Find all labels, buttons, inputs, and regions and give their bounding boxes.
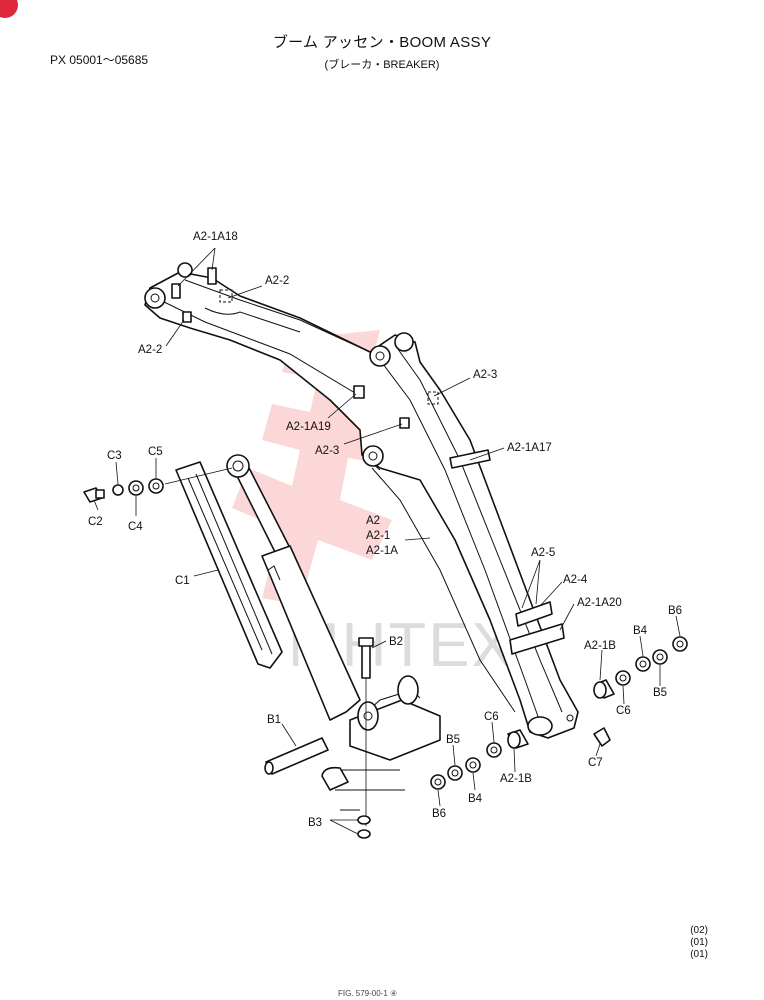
page-title: ブーム アッセン・BOOM ASSY (272, 34, 492, 51)
callout-c3: C3 (107, 450, 122, 462)
callout-a2-2-left: A2-2 (138, 344, 162, 356)
washer-b5-right (652, 649, 668, 665)
callout-b4-mid: B4 (468, 793, 483, 805)
boom-cyl-boss-lower (362, 445, 384, 467)
corner-badge (0, 0, 18, 18)
callout-a2-1b-mid: A2-1B (500, 773, 532, 785)
boom-foot-boss-upper (177, 262, 193, 278)
right-parts (593, 636, 688, 699)
boom-cylinder (175, 454, 361, 721)
callout-c2: C2 (88, 516, 103, 528)
callout-b6-mid: B6 (432, 808, 446, 820)
washer-c3 (112, 484, 124, 496)
mount-boss-rear (397, 675, 419, 705)
callout-a2-1a17: A2-1A17 (507, 442, 552, 454)
middle-parts (430, 729, 529, 790)
callout-b1: B1 (267, 714, 281, 726)
callout-b5-mid: B5 (446, 734, 460, 746)
callout-a2-5: A2-5 (531, 547, 555, 559)
callout-a2-1a20: A2-1A20 (577, 597, 622, 609)
washer-c4 (128, 480, 144, 496)
callout-a2-1a19: A2-1A19 (286, 421, 331, 433)
callout-c4: C4 (128, 521, 143, 533)
callout-a2-3-upper: A2-3 (473, 369, 497, 381)
bracket-a2-1a18-right (207, 267, 217, 285)
callout-a2-1: A2-1 (366, 530, 390, 542)
boom-cyl-boss-upper (369, 345, 391, 367)
bolt-b2 (361, 643, 371, 679)
callout-c6-right: C6 (616, 705, 631, 717)
callout-b2: B2 (389, 636, 403, 648)
grease-fitting-c7 (593, 727, 611, 747)
callout-c1: C1 (175, 575, 190, 587)
c-series-parts (83, 467, 611, 747)
pin-b1 (265, 737, 329, 775)
mount-boss-front (357, 701, 379, 731)
plate-a2-3 (399, 417, 410, 429)
callout-labels: A2-1A18 A2-2 A2-2 A2-3 A2-1A19 A2-3 A2-1… (88, 231, 682, 829)
nut-b3-lower (357, 829, 371, 839)
boom-top-boss (394, 332, 414, 352)
boom-foot-pin-boss (527, 716, 553, 736)
washer-b4-mid (465, 757, 481, 773)
callout-b5-right: B5 (653, 687, 667, 699)
bracket-a2-1a20 (509, 623, 565, 655)
callout-a2-3-lower: A2-3 (315, 445, 339, 457)
plate-a2-2-left (182, 311, 192, 323)
bracket-a2-1a19 (353, 385, 365, 399)
revision-code: (01) (690, 949, 708, 960)
bracket-a2-4 (515, 601, 553, 627)
revision-code: (02) (690, 925, 708, 936)
leader-lines (93, 247, 681, 835)
mount-assembly (264, 637, 441, 839)
boom (144, 262, 579, 739)
nut-b3-upper (357, 815, 371, 825)
bracket-a2-1a18-left (171, 283, 181, 299)
callout-b6-right: B6 (668, 605, 682, 617)
revision-codes: (02) (01) (01) (690, 925, 708, 961)
washer-c5 (148, 478, 164, 494)
callout-c6-mid: C6 (484, 711, 499, 723)
callout-a2-1a18: A2-1A18 (193, 231, 238, 243)
cylinder-cover (175, 461, 283, 669)
callout-a2-1a: A2-1A (366, 545, 398, 557)
callout-a2-1b-right: A2-1B (584, 640, 616, 652)
washer-b5-mid (447, 765, 463, 781)
washer-c6-mid (486, 742, 502, 758)
bracket-a2-1a17 (449, 449, 491, 469)
washer-b6-mid (430, 774, 446, 790)
callout-a2: A2 (366, 515, 380, 527)
serial-range: PX 05001～05685 (50, 53, 149, 67)
callout-b4-right: B4 (633, 625, 648, 637)
callout-a2-2-top: A2-2 (265, 275, 289, 287)
cylinder-tube (261, 545, 361, 721)
figure-reference: FIG. 579-00-1 ④ (338, 989, 398, 998)
washer-b6-right (672, 636, 688, 652)
washer-b4-right (635, 656, 651, 672)
boom-foot-boss-left (144, 287, 166, 309)
page-subtitle: (ブレーカ・BREAKER) (324, 59, 440, 71)
mount-lower (321, 766, 349, 791)
callout-c7: C7 (588, 757, 603, 769)
revision-code: (01) (690, 937, 708, 948)
cylinder-rod-eye (226, 454, 250, 478)
callout-c5: C5 (148, 446, 163, 458)
callout-b3: B3 (308, 817, 322, 829)
washer-c6-right (615, 670, 631, 686)
callout-a2-4: A2-4 (563, 574, 588, 586)
